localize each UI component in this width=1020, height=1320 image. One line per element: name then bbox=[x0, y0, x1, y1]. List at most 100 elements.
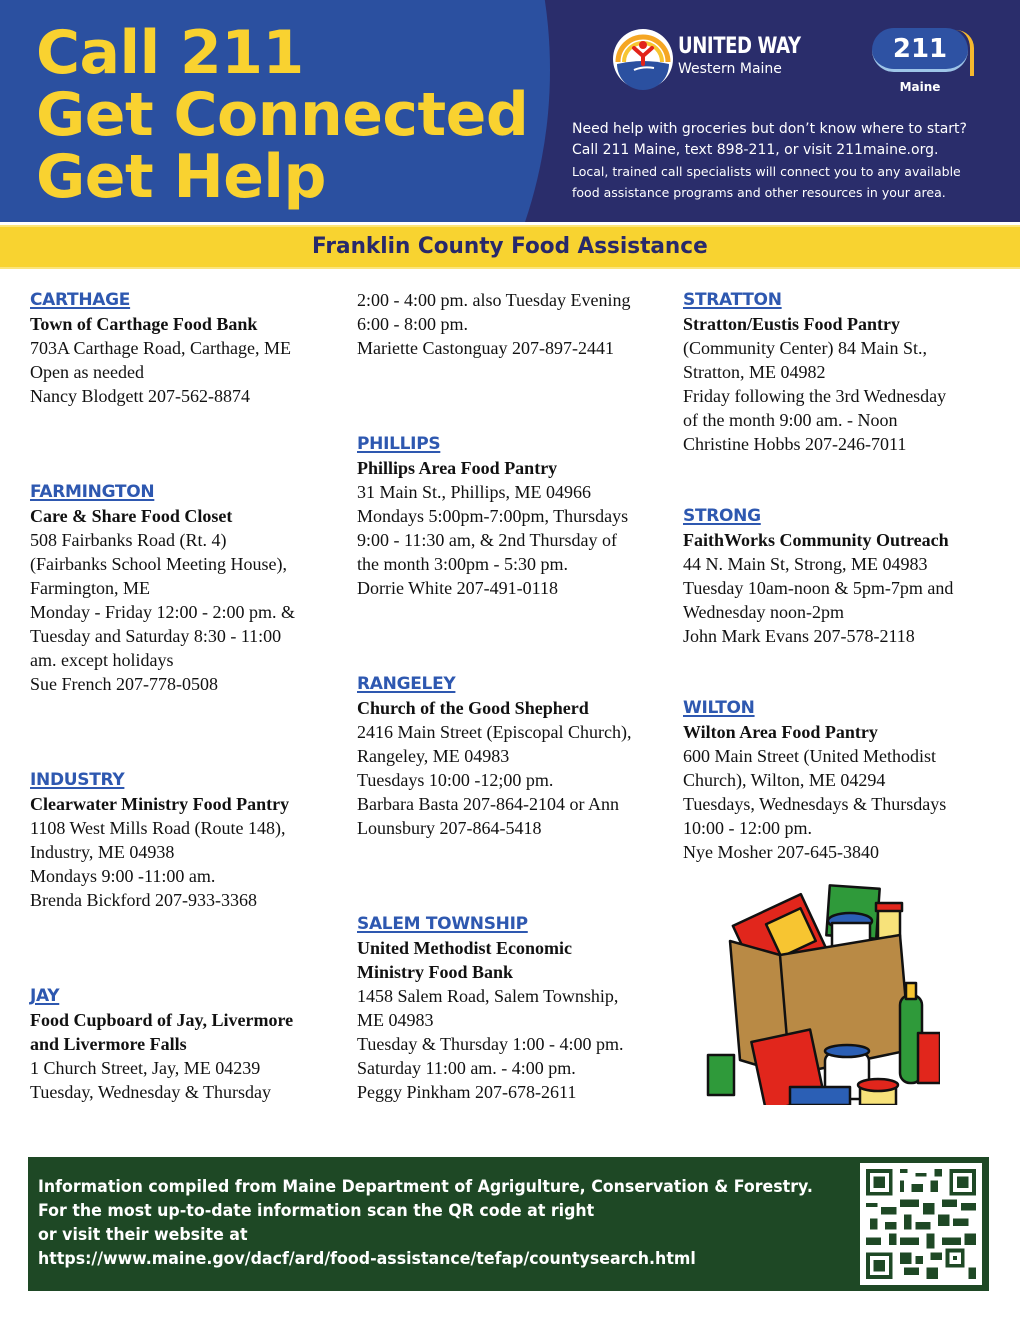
footer-line: For the most up-to-date information scan… bbox=[38, 1201, 595, 1221]
info-line: Mariette Castonguay 207-897-2441 bbox=[357, 338, 614, 358]
info-line: 1108 West Mills Road (Route 148), bbox=[30, 818, 286, 838]
info-line: Saturday 11:00 am. - 4:00 pm. bbox=[357, 1058, 576, 1078]
info-line: Wednesday noon-2pm bbox=[683, 602, 845, 622]
org-name: Wilton Area Food Pantry bbox=[683, 722, 878, 742]
help-text: Need help with groceries but don’t know … bbox=[572, 119, 967, 203]
headline-line-3: Get Help bbox=[36, 142, 326, 212]
org-name: Church of the Good Shepherd bbox=[357, 698, 589, 718]
entry-stratton: STRATTON Stratton/Eustis Food Pantry (Co… bbox=[683, 288, 1013, 456]
info-line: the month 3:00pm - 5:30 pm. bbox=[357, 554, 568, 574]
grocery-bag-illustration-icon bbox=[706, 884, 940, 1105]
entry-industry: INDUSTRY Clearwater Ministry Food Pantry… bbox=[30, 768, 350, 912]
info-line: 1 Church Street, Jay, ME 04239 bbox=[30, 1058, 261, 1078]
info-line: 9:00 - 11:30 am, & 2nd Thursday of bbox=[357, 530, 617, 550]
info-line: 10:00 - 12:00 pm. bbox=[683, 818, 812, 838]
info-line: 1458 Salem Road, Salem Township, bbox=[357, 986, 619, 1006]
info-line: Lounsbury 207-864-5418 bbox=[357, 818, 542, 838]
info-line: Industry, ME 04938 bbox=[30, 842, 175, 862]
entry-strong: STRONG FaithWorks Community Outreach 44 … bbox=[683, 504, 1013, 648]
town-heading: CARTHAGE bbox=[30, 290, 131, 310]
info-line: Mondays 9:00 -11:00 am. bbox=[30, 866, 216, 886]
info-line: 508 Fairbanks Road (Rt. 4) bbox=[30, 530, 227, 550]
info-line: Nye Mosher 207-645-3840 bbox=[683, 842, 879, 862]
org-name: Stratton/Eustis Food Pantry bbox=[683, 314, 901, 334]
org-name: Clearwater Ministry Food Pantry bbox=[30, 794, 290, 814]
town-heading: STRATTON bbox=[683, 290, 782, 310]
entry-jay: JAY Food Cupboard of Jay, Livermore and … bbox=[30, 984, 350, 1104]
info-line: Tuesday 10am-noon & 5pm-7pm and bbox=[683, 578, 954, 598]
info-line: Dorrie White 207-491-0118 bbox=[357, 578, 558, 598]
speech-tail-icon bbox=[956, 30, 974, 76]
headline-line-1: Call 211 bbox=[36, 18, 304, 88]
entry-wilton: WILTON Wilton Area Food Pantry 600 Main … bbox=[683, 696, 1013, 864]
211-label: Maine bbox=[899, 80, 941, 94]
entry-farmington: FARMINGTON Care & Share Food Closet 508 … bbox=[30, 480, 350, 696]
entry-salem-township: SALEM TOWNSHIP United Methodist Economic… bbox=[357, 912, 677, 1104]
headline-line-2: Get Connected bbox=[36, 80, 529, 150]
header-blue-arc bbox=[0, 0, 550, 222]
org-name: Food Cupboard of Jay, Livermore bbox=[30, 1010, 294, 1030]
info-line: Brenda Bickford 207-933-3368 bbox=[30, 890, 257, 910]
info-line: Church), Wilton, ME 04294 bbox=[683, 770, 886, 790]
info-line: Sue French 207-778-0508 bbox=[30, 674, 218, 694]
info-line: Monday - Friday 12:00 - 2:00 pm. & bbox=[30, 602, 295, 622]
info-line: Christine Hobbs 207-246-7011 bbox=[683, 434, 907, 454]
org-name: Phillips Area Food Pantry bbox=[357, 458, 558, 478]
info-line: Tuesdays, Wednesdays & Thursdays bbox=[683, 794, 947, 814]
town-heading: RANGELEY bbox=[357, 674, 456, 694]
info-line: 44 N. Main St, Strong, ME 04983 bbox=[683, 554, 928, 574]
town-heading: SALEM TOWNSHIP bbox=[357, 914, 528, 934]
entry-jay-continued: 2:00 - 4:00 pm. also Tuesday Evening 6:0… bbox=[357, 288, 677, 360]
info-line: Barbara Basta 207-864-2104 or Ann bbox=[357, 794, 619, 814]
footer-info-box: Information compiled from Maine Departme… bbox=[28, 1157, 989, 1291]
info-line: Tuesdays 10:00 -12;00 pm. bbox=[357, 770, 554, 790]
info-line: (Fairbanks School Meeting House), bbox=[30, 554, 287, 574]
town-heading: JAY bbox=[30, 986, 60, 1006]
united-way-region: Western Maine bbox=[678, 61, 782, 77]
help-line-small: food assistance programs and other resou… bbox=[572, 185, 946, 200]
entry-carthage: CARTHAGE Town of Carthage Food Bank 703A… bbox=[30, 288, 350, 408]
org-name: and Livermore Falls bbox=[30, 1034, 187, 1054]
info-line: Tuesday and Saturday 8:30 - 11:00 bbox=[30, 626, 282, 646]
footer-line: Information compiled from Maine Departme… bbox=[38, 1177, 813, 1197]
info-line: Nancy Blodgett 207-562-8874 bbox=[30, 386, 250, 406]
info-line: 2416 Main Street (Episcopal Church), bbox=[357, 722, 632, 742]
org-name: Ministry Food Bank bbox=[357, 962, 514, 982]
info-line: 31 Main St., Phillips, ME 04966 bbox=[357, 482, 592, 502]
footer-url-link[interactable]: https://www.maine.gov/dacf/ard/food-assi… bbox=[38, 1249, 696, 1269]
help-line: Call 211 Maine, text 898-211, or visit 2… bbox=[572, 142, 939, 158]
united-way-wordmark: UNITED WAY Western Maine bbox=[678, 34, 828, 77]
town-heading: INDUSTRY bbox=[30, 770, 125, 790]
county-banner: Franklin County Food Assistance bbox=[0, 225, 1020, 269]
info-line: Mondays 5:00pm-7:00pm, Thursdays bbox=[357, 506, 629, 526]
211-bubble: 211 bbox=[872, 28, 968, 72]
org-name: Town of Carthage Food Bank bbox=[30, 314, 258, 334]
info-line: Tuesday, Wednesday & Thursday bbox=[30, 1082, 272, 1102]
info-line: Stratton, ME 04982 bbox=[683, 362, 826, 382]
info-line: (Community Center) 84 Main St., bbox=[683, 338, 927, 358]
entry-phillips: PHILLIPS Phillips Area Food Pantry 31 Ma… bbox=[357, 432, 677, 600]
org-name: FaithWorks Community Outreach bbox=[683, 530, 949, 550]
info-line: John Mark Evans 207-578-2118 bbox=[683, 626, 915, 646]
footer-text: Information compiled from Maine Departme… bbox=[38, 1175, 871, 1271]
header: Call 211 Get Connected Get Help UNITED W… bbox=[0, 0, 1020, 222]
info-line: Tuesday & Thursday 1:00 - 4:00 pm. bbox=[357, 1034, 624, 1054]
help-line-small: Local, trained call specialists will con… bbox=[572, 164, 961, 179]
info-line: Open as needed bbox=[30, 362, 144, 382]
town-heading: FARMINGTON bbox=[30, 482, 155, 502]
info-line: 2:00 - 4:00 pm. also Tuesday Evening bbox=[357, 290, 631, 310]
united-way-name: UNITED WAY bbox=[678, 34, 801, 59]
footer-line: or visit their website at bbox=[38, 1225, 248, 1245]
info-line: Rangeley, ME 04983 bbox=[357, 746, 510, 766]
town-heading: PHILLIPS bbox=[357, 434, 441, 454]
211-maine-badge: 211 Maine bbox=[872, 28, 976, 100]
town-heading: WILTON bbox=[683, 698, 755, 718]
info-line: Farmington, ME bbox=[30, 578, 150, 598]
qr-code-icon[interactable] bbox=[860, 1163, 982, 1285]
banner-title: Franklin County Food Assistance bbox=[312, 234, 708, 259]
info-line: am. except holidays bbox=[30, 650, 174, 670]
info-line: 703A Carthage Road, Carthage, ME bbox=[30, 338, 291, 358]
org-name: United Methodist Economic bbox=[357, 938, 572, 958]
info-line: of the month 9:00 am. - Noon bbox=[683, 410, 898, 430]
headline: Call 211 Get Connected Get Help bbox=[36, 18, 529, 212]
